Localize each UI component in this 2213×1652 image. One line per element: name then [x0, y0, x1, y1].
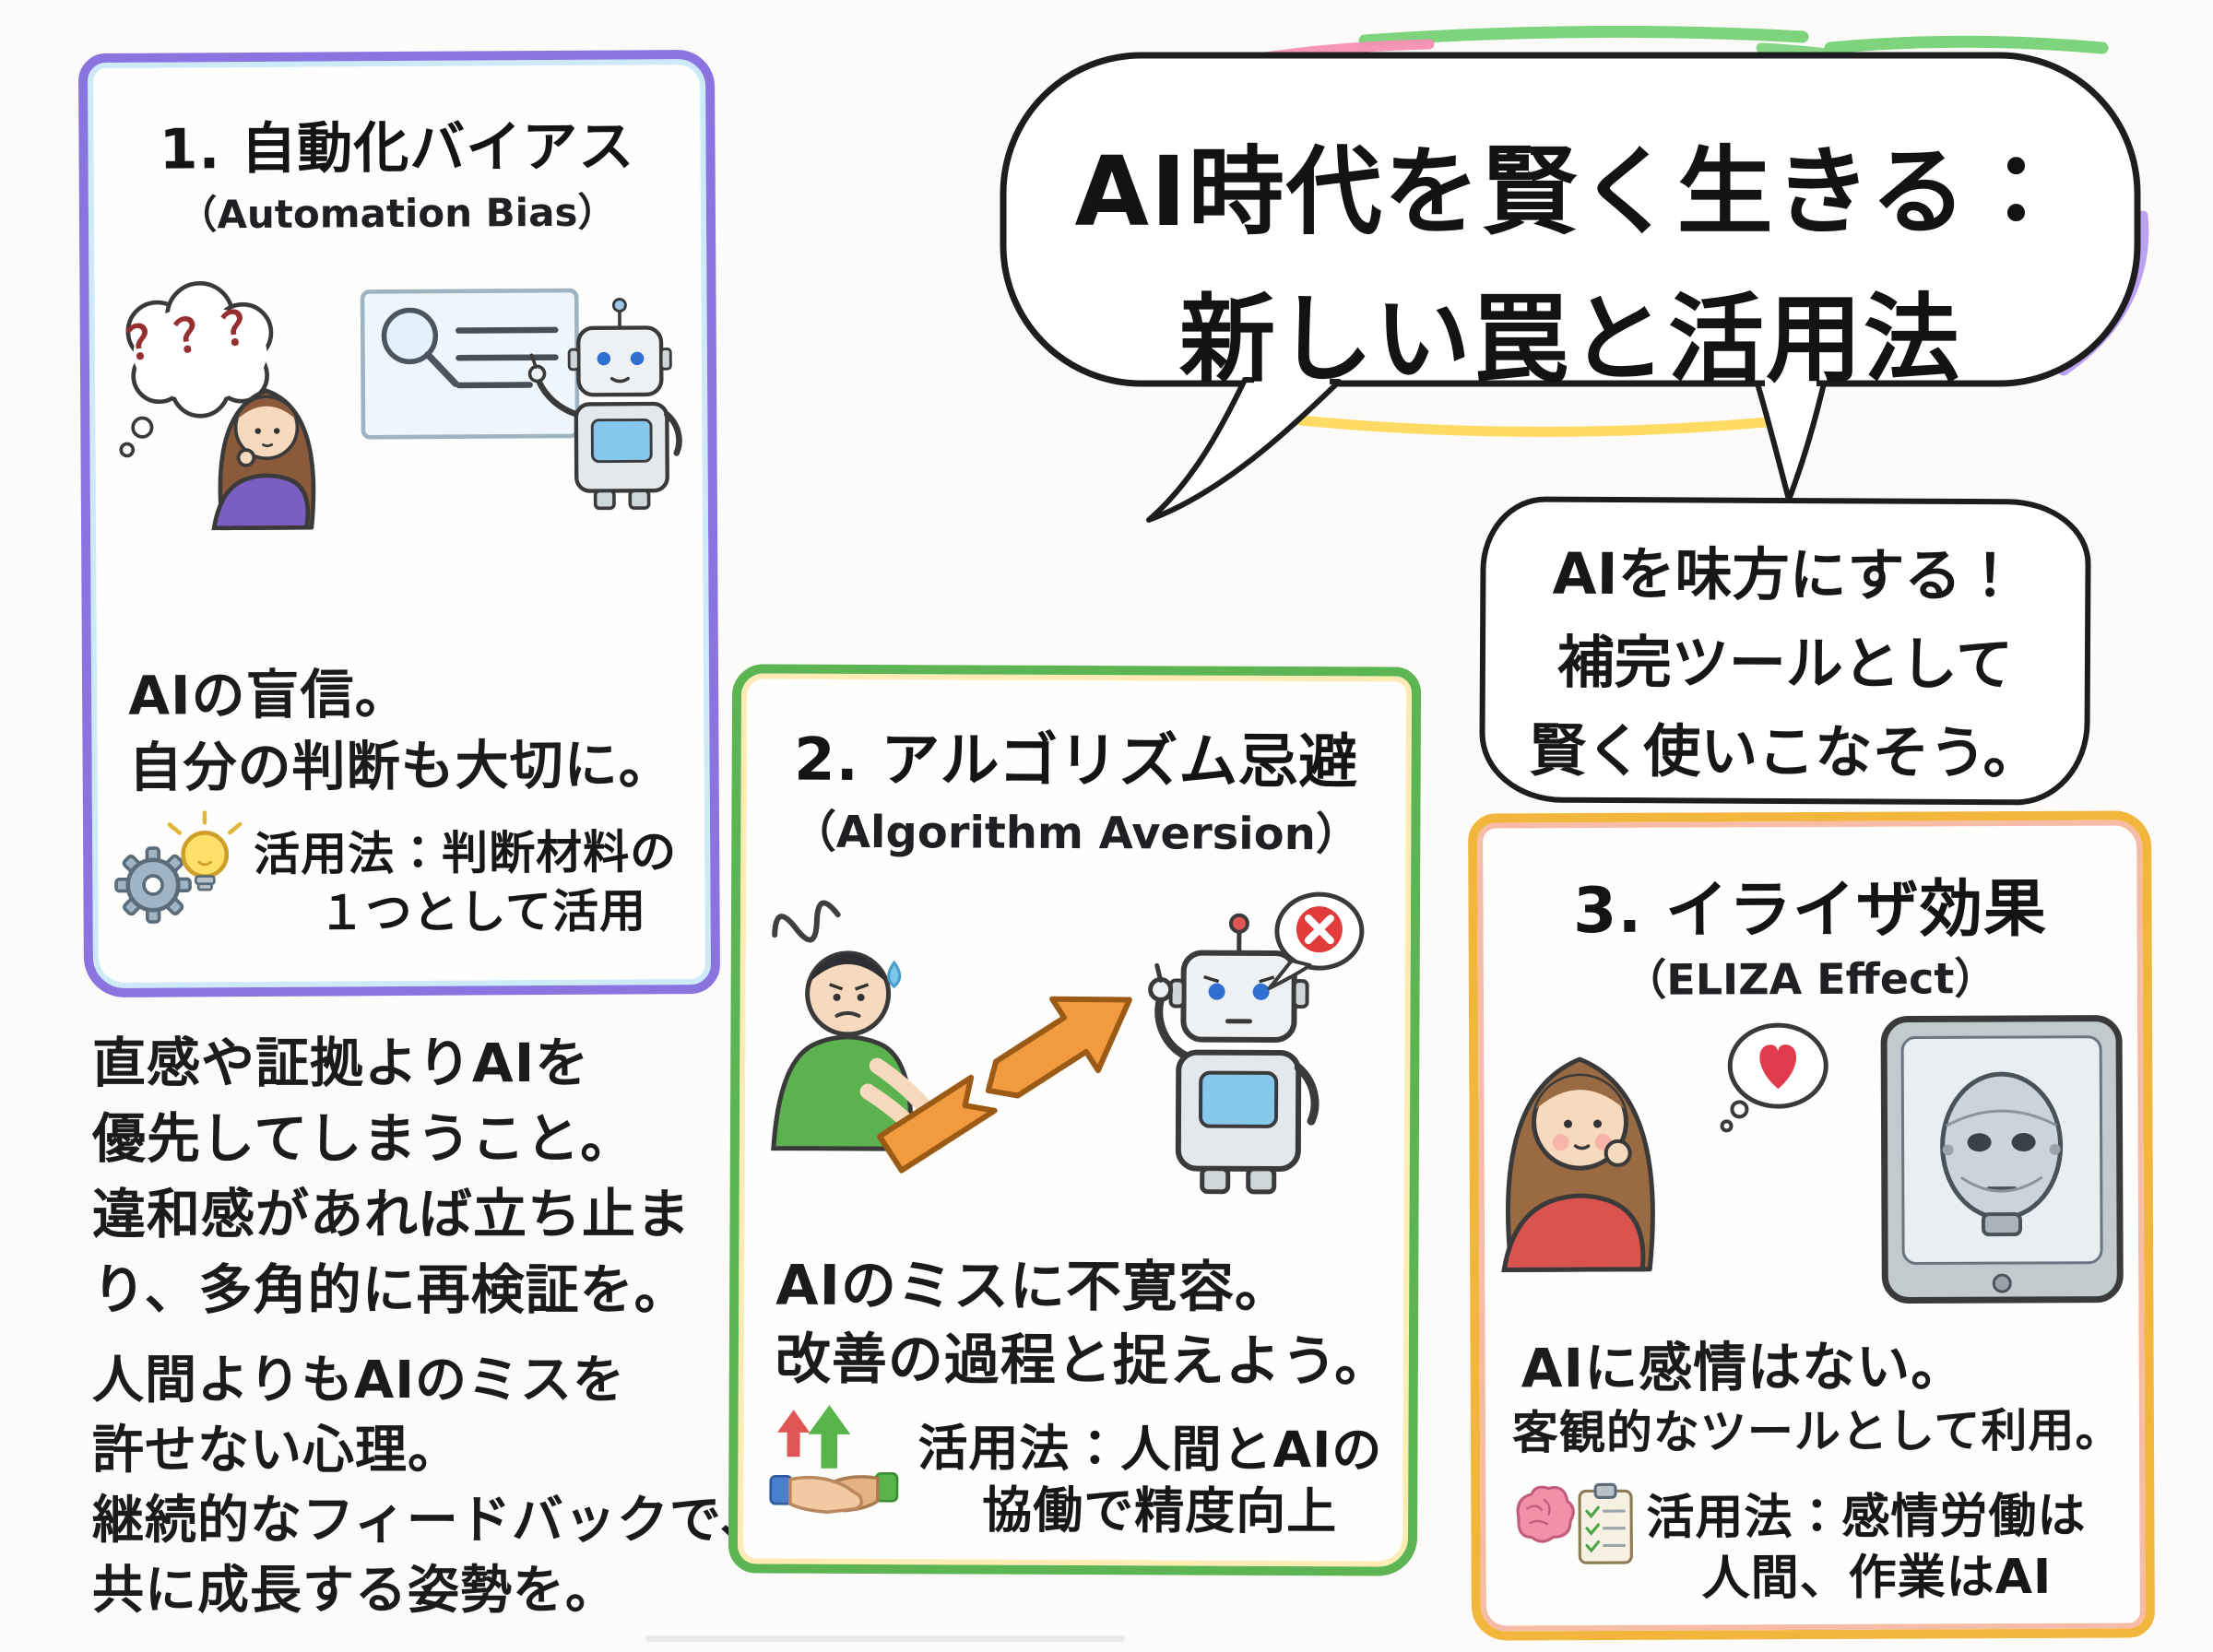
section2-subtitle: （Algorithm Aversion） — [791, 806, 1360, 861]
poster-title: AI時代を賢く生きる： 新しい罠と活用法 — [1003, 118, 2137, 413]
section3-usage-line2: 人間、作業はAI — [1701, 1549, 2053, 1607]
note-line: 許せない心理。 — [92, 1421, 460, 1481]
section-algorithm-aversion: 2. アルゴリズム忌避 （Algorithm Aversion） — [728, 664, 1422, 1576]
whiteboard — [360, 288, 580, 440]
pencil-smudge — [645, 1635, 1125, 1642]
magnifier-icon — [381, 307, 439, 365]
automation-bias-illustration — [119, 280, 682, 531]
note-line: 違和感があれば立ち止ま — [92, 1183, 692, 1245]
growth-arrows-handshake-icon — [769, 1405, 899, 1515]
gear-icon — [114, 846, 192, 924]
gear-lightbulb-icon — [114, 810, 243, 924]
section3-title: 3. イライザ効果 — [1572, 872, 2048, 949]
note-line: 優先してしまうこと。 — [92, 1107, 635, 1170]
advice-bubble-text: AIを味方にする！ 補完ツールとして 賢く使いこなそう。 — [1485, 529, 2085, 797]
charmed-woman — [1501, 1056, 1655, 1272]
apologetic-robot — [1148, 913, 1320, 1195]
lightbulb-icon — [167, 810, 243, 891]
section2-title: 2. アルゴリズム忌避 — [793, 726, 1359, 797]
robot-face — [1940, 1071, 2064, 1237]
section2-usage-line2: 協働で精度向上 — [982, 1481, 1338, 1541]
clipboard-icon — [1578, 1482, 1633, 1564]
thought-cloud-icon — [119, 280, 274, 458]
broken-arrow-icon — [876, 996, 1132, 1174]
section1-subtitle: （Automation Bias） — [178, 189, 617, 238]
heart-icon — [1759, 1044, 1797, 1090]
tablet-robot — [1880, 1015, 2124, 1304]
marker-stroke-green — [1358, 26, 1809, 47]
sweat-drop-icon — [887, 960, 902, 989]
section2-body-line1: AIのミスに不寛容。 — [775, 1253, 1292, 1321]
section3-body-line2: 客観的なツールとして利用。 — [1511, 1403, 2123, 1460]
advice-line2: 補完ツールとして — [1556, 628, 2014, 699]
section3-subtitle: （ELIZA Effect） — [1624, 953, 1997, 1005]
note-line: 共に成長する姿勢を。 — [92, 1561, 618, 1621]
advice-bubble: AIを味方にする！ 補完ツールとして 賢く使いこなそう。 — [1479, 496, 2091, 806]
note-line: 人間よりもAIのミスを — [92, 1351, 626, 1410]
section1-body-line1: AIの盲信。 — [127, 662, 409, 727]
frustration-scribble — [772, 900, 841, 943]
up-arrows-icon — [777, 1405, 851, 1469]
home-button-icon — [1992, 1273, 2012, 1293]
section-eliza-effect: 3. イライザ効果 （ELIZA Effect） — [1468, 810, 2155, 1641]
section-automation-bias: 1. 自動化バイアス （Automation Bias） — [77, 49, 721, 998]
note-line: り、多角的に再検証を。 — [92, 1258, 689, 1321]
section1-title: 1. 自動化バイアス — [159, 114, 635, 183]
advice-line1: AIを味方にする！ — [1552, 539, 2019, 610]
section1-body-line2: 自分の判断も大切に。 — [128, 733, 673, 799]
frustrated-man — [771, 950, 933, 1151]
accent-arc-yellow — [1230, 407, 1808, 437]
handshake-icon — [769, 1471, 899, 1515]
error-bubble — [1267, 891, 1365, 990]
heart-bubble — [1720, 1022, 1828, 1133]
accent-arc-pink — [1092, 39, 1435, 120]
note-line: 直感や証拠よりAIを — [92, 1032, 590, 1094]
note-line: 継続的なフィードバックで、 — [92, 1491, 773, 1551]
section3-body-line1: AIに感情はない。 — [1521, 1335, 1966, 1400]
marker-stroke-green-2 — [1824, 35, 2109, 54]
poster-title-line1: AI時代を賢く生きる： — [1074, 136, 2066, 248]
brain-icon — [1516, 1485, 1575, 1543]
section2-body-line2: 改善の過程と捉えよう。 — [775, 1327, 1391, 1395]
brain-clipboard-icon — [1516, 1482, 1633, 1564]
poster-title-line2: 新しい罠と活用法 — [1178, 283, 1961, 395]
advice-line3: 賢く使いこなそう。 — [1529, 716, 2041, 787]
thinking-woman — [211, 388, 316, 531]
eliza-effect-illustration — [1501, 1015, 2124, 1304]
section1-usage-line2: １つとして活用 — [318, 884, 647, 940]
teacher-robot — [527, 298, 682, 511]
algorithm-aversion-illustration — [771, 891, 1365, 1195]
